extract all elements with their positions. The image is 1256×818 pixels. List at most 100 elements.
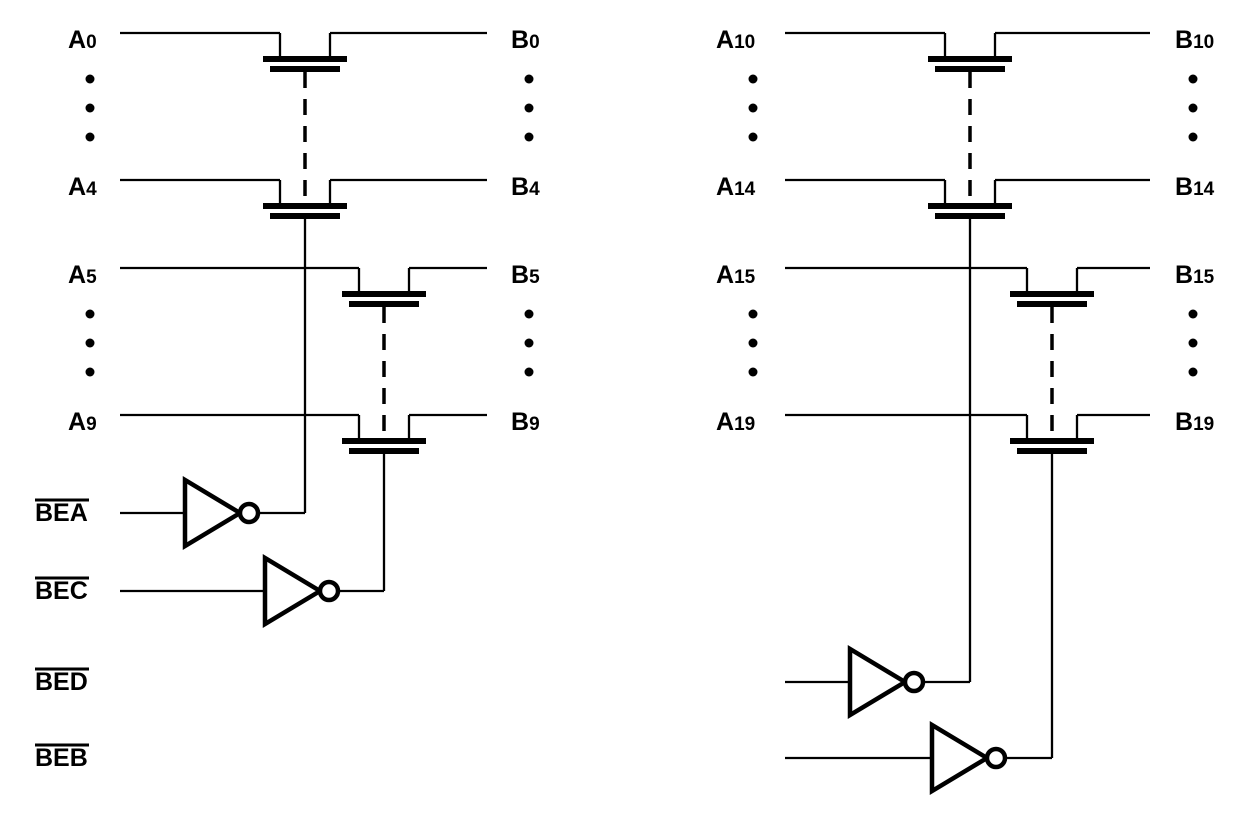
signal-base: B bbox=[511, 261, 529, 289]
signal-label-a4: A4 bbox=[68, 173, 97, 201]
enable-label-bed: BED bbox=[35, 668, 88, 696]
transistor-channel-bar bbox=[342, 291, 426, 297]
ellipsis-dot bbox=[1188, 132, 1198, 142]
ellipsis-dot bbox=[748, 338, 758, 348]
signal-label-a19: A19 bbox=[716, 408, 755, 436]
signal-subscript: 10 bbox=[1193, 32, 1214, 53]
inverter-bubble bbox=[317, 579, 341, 603]
ellipsis-dot bbox=[524, 367, 534, 377]
transistor-channel-bar bbox=[928, 56, 1012, 62]
signal-base: A bbox=[68, 173, 86, 201]
signal-subscript: 15 bbox=[1193, 267, 1215, 288]
inverter-triangle bbox=[182, 476, 245, 550]
inverter-triangle bbox=[929, 721, 992, 795]
signal-base: A bbox=[68, 408, 86, 436]
signal-subscript: 9 bbox=[529, 414, 540, 435]
ellipsis-dot bbox=[1188, 103, 1198, 113]
ellipsis-dot bbox=[1188, 367, 1198, 377]
signal-base: B bbox=[511, 173, 529, 201]
signal-label-a0: A0 bbox=[68, 26, 97, 54]
ellipsis-dot bbox=[748, 74, 758, 84]
enable-label-bec: BEC bbox=[35, 577, 88, 605]
signal-label-b15: B15 bbox=[1175, 261, 1215, 289]
ellipsis-dot bbox=[524, 309, 534, 319]
signal-label-b9: B9 bbox=[511, 408, 540, 436]
signal-base: B bbox=[511, 26, 529, 54]
signal-subscript: 4 bbox=[86, 179, 97, 200]
signal-subscript: 0 bbox=[529, 32, 540, 53]
signal-subscript: 5 bbox=[529, 267, 540, 288]
ellipsis-dot bbox=[1188, 74, 1198, 84]
signal-subscript: 14 bbox=[734, 179, 756, 200]
ellipsis-dot bbox=[524, 338, 534, 348]
ellipsis-dot bbox=[85, 103, 95, 113]
transistor-channel-bar bbox=[263, 203, 347, 209]
signal-subscript: 14 bbox=[1193, 179, 1215, 200]
inverter-bubble bbox=[984, 746, 1008, 770]
transistor-gate-bar bbox=[935, 213, 1005, 219]
signal-base: A bbox=[716, 261, 734, 289]
transistor-channel-bar bbox=[342, 438, 426, 444]
signal-label-b14: B14 bbox=[1175, 173, 1215, 201]
enable-label-bea: BEA bbox=[35, 499, 88, 527]
signal-base: B bbox=[1175, 261, 1193, 289]
signal-subscript: 5 bbox=[86, 267, 97, 288]
transistor-gate-bar bbox=[270, 213, 340, 219]
ellipsis-dot bbox=[85, 367, 95, 377]
ellipsis-dot bbox=[85, 132, 95, 142]
ellipsis-dot bbox=[748, 103, 758, 113]
ellipsis-dot bbox=[748, 132, 758, 142]
signal-label-a15: A15 bbox=[716, 261, 756, 289]
signal-subscript: 10 bbox=[734, 32, 755, 53]
signal-subscript: 15 bbox=[734, 267, 756, 288]
signal-base: A bbox=[716, 173, 734, 201]
signal-base: A bbox=[716, 26, 734, 54]
ellipsis-dot bbox=[85, 309, 95, 319]
signal-subscript: 19 bbox=[734, 414, 755, 435]
ellipsis-dot bbox=[524, 103, 534, 113]
signal-subscript: 9 bbox=[86, 414, 97, 435]
signal-base: B bbox=[1175, 173, 1193, 201]
signal-base: B bbox=[511, 408, 529, 436]
signal-label-b0: B0 bbox=[511, 26, 540, 54]
signal-base: A bbox=[68, 261, 86, 289]
signal-subscript: 0 bbox=[86, 32, 97, 53]
transistor-gate-bar bbox=[1017, 448, 1087, 454]
ellipsis-dot bbox=[1188, 338, 1198, 348]
transistor-channel-bar bbox=[1010, 291, 1094, 297]
signal-label-b19: B19 bbox=[1175, 408, 1214, 436]
transistor-channel-bar bbox=[928, 203, 1012, 209]
signal-subscript: 4 bbox=[529, 179, 540, 200]
signal-base: A bbox=[68, 26, 86, 54]
signal-label-a10: A10 bbox=[716, 26, 755, 54]
ellipsis-dot bbox=[524, 132, 534, 142]
inverter-bubble bbox=[237, 501, 261, 525]
ellipsis-dot bbox=[748, 367, 758, 377]
signal-label-a5: A5 bbox=[68, 261, 97, 289]
ellipsis-dot bbox=[1188, 309, 1198, 319]
transistor-gate-bar bbox=[349, 301, 419, 307]
signal-subscript: 19 bbox=[1193, 414, 1214, 435]
inverter-triangle bbox=[847, 645, 910, 719]
transistor-channel-bar bbox=[1010, 438, 1094, 444]
signal-base: A bbox=[716, 408, 734, 436]
ellipsis-dot bbox=[85, 74, 95, 84]
signal-base: B bbox=[1175, 26, 1193, 54]
inverter-triangle bbox=[262, 554, 325, 628]
enable-label-beb: BEB bbox=[35, 744, 88, 772]
inverter-bubble bbox=[902, 670, 926, 694]
ellipsis-dot bbox=[85, 338, 95, 348]
ellipsis-dot bbox=[524, 74, 534, 84]
transistor-gate-bar bbox=[349, 448, 419, 454]
signal-base: B bbox=[1175, 408, 1193, 436]
transistor-gate-bar bbox=[935, 66, 1005, 72]
signal-label-b4: B4 bbox=[511, 173, 540, 201]
signal-label-a9: A9 bbox=[68, 408, 97, 436]
signal-label-b5: B5 bbox=[511, 261, 540, 289]
transistor-gate-bar bbox=[1017, 301, 1087, 307]
signal-label-b10: B10 bbox=[1175, 26, 1214, 54]
transistor-channel-bar bbox=[263, 56, 347, 62]
transistor-gate-bar bbox=[270, 66, 340, 72]
